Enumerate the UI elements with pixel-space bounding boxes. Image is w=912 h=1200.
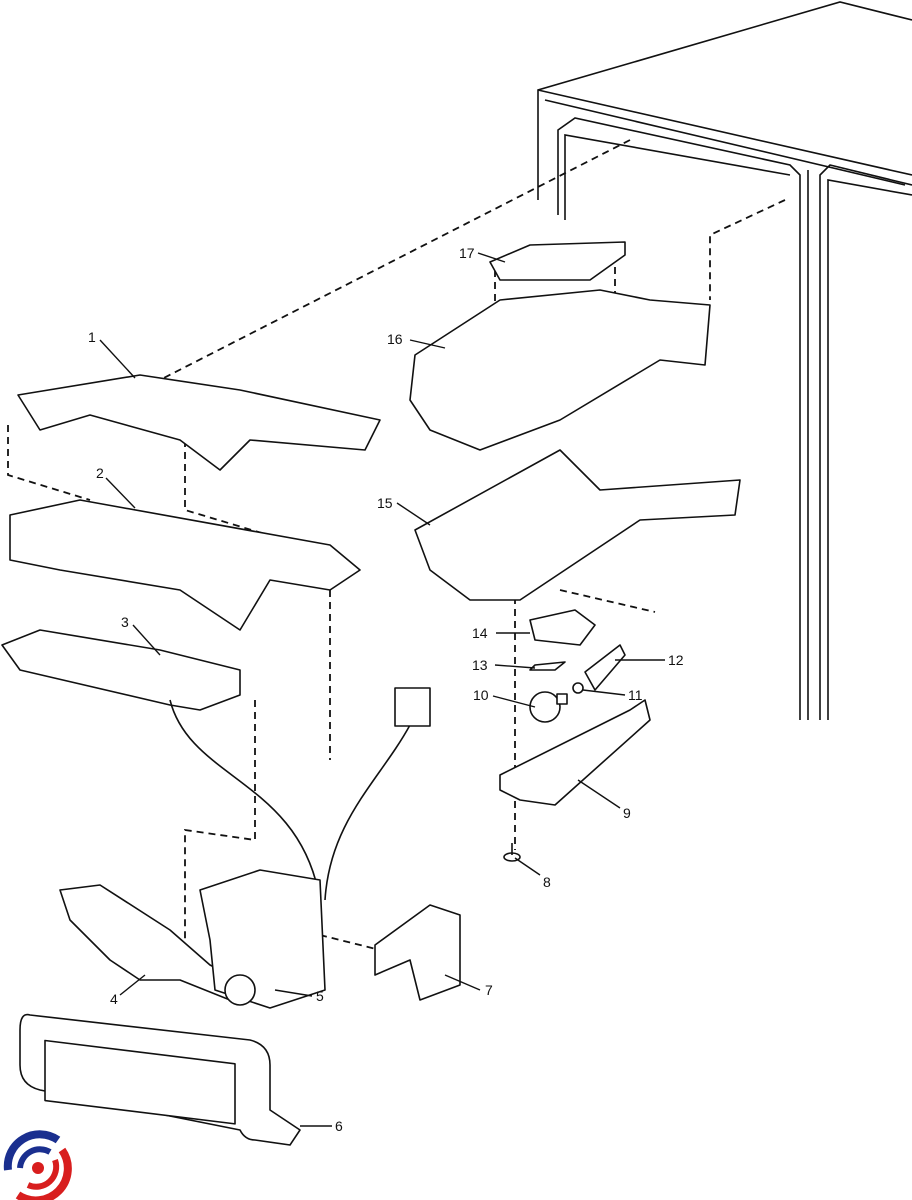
label-part-12: 12 [668,652,684,668]
label-part-5: 5 [316,988,324,1004]
part-3-shape [1,629,241,711]
label-part-3: 3 [121,614,129,630]
part-14-cover [529,609,596,646]
cabinet-outline [537,1,912,720]
wire-harness [169,687,431,901]
label-part-1: 1 [88,329,96,345]
label-part-4: 4 [110,991,118,1007]
part-16-shape [409,289,711,451]
part-5-shape [199,869,326,1009]
label-part-7: 7 [485,982,493,998]
brand-logo-icon [3,1130,72,1200]
label-part-11: 11 [628,687,643,703]
label-part-2: 2 [96,465,104,481]
label-part-8: 8 [543,874,551,890]
part-7-shape [374,904,461,1001]
label-part-15: 15 [377,495,393,511]
part-15-shape [414,449,741,601]
label-part-14: 14 [472,625,488,641]
label-part-6: 6 [335,1118,343,1134]
part-2-shape [9,499,361,631]
part-8-screw [503,843,521,862]
callouts: 1 2 3 4 5 6 7 8 9 10 11 12 13 14 15 16 1… [88,245,684,1134]
label-part-13: 13 [472,657,488,673]
part-17-frame [489,241,626,281]
label-part-9: 9 [623,805,631,821]
part-10-bulb [529,691,568,723]
part-1-shape [17,374,381,471]
part-11-washer [572,682,584,694]
part-13-pad [529,661,566,671]
label-part-17: 17 [459,245,475,261]
part-9-shape [499,699,651,806]
label-part-16: 16 [387,331,403,347]
label-part-10: 10 [473,687,489,703]
part-6-shape [19,1013,301,1146]
part-12-socket [584,644,626,691]
